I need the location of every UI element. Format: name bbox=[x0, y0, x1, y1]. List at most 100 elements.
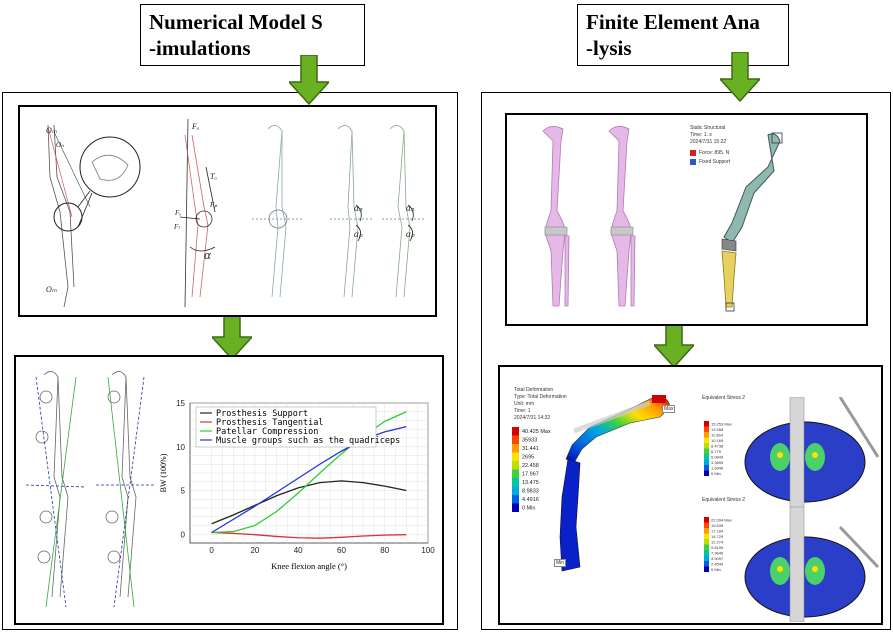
legend-value: 5.0843 bbox=[711, 455, 724, 460]
knee-label: Oₙ bbox=[56, 141, 64, 149]
x-tick-label: 80 bbox=[380, 546, 389, 555]
leg-sketch-2 bbox=[179, 118, 216, 308]
arrow-down-icon bbox=[289, 55, 329, 105]
fea-result-date: 2024/7/31 14:32 bbox=[514, 415, 551, 421]
fea-result-time: Time: 1 bbox=[514, 408, 531, 414]
fea-result-panel: Total Deformation Type: Total Deformatio… bbox=[498, 365, 883, 625]
legend-swatch bbox=[704, 561, 709, 567]
x-tick-label: 100 bbox=[421, 546, 435, 555]
stress-top-title: Equivalent Stress 2 bbox=[702, 395, 746, 401]
simulation-leg-sketches bbox=[25, 371, 156, 608]
legend-swatch bbox=[512, 503, 519, 512]
bone-model-mesh bbox=[721, 132, 783, 312]
stress-result-top bbox=[744, 397, 880, 507]
chart-xlabel: Knee flexion angle (°) bbox=[271, 561, 347, 571]
x-tick-label: 20 bbox=[250, 546, 259, 555]
legend-swatch bbox=[704, 533, 709, 539]
legend-value: 8.9833 bbox=[522, 489, 539, 495]
legend-swatch bbox=[512, 461, 519, 470]
legend-value: 15.253 Max bbox=[711, 422, 732, 427]
legend-swatch bbox=[704, 528, 709, 534]
legend-entry: Muscle groups such as the quadriceps bbox=[216, 436, 400, 446]
legend-value: 13.475 bbox=[522, 480, 539, 486]
legend-swatch bbox=[704, 470, 709, 476]
stress-bottom-title: Equivalent Stress 2 bbox=[702, 497, 746, 503]
legend-swatch bbox=[512, 469, 519, 478]
angle-label: αₙ bbox=[406, 203, 415, 213]
leg-sketch-5 bbox=[382, 125, 424, 298]
legend-swatch bbox=[512, 435, 519, 444]
legend-value: 4.4916 bbox=[522, 497, 539, 503]
legend-entry: Patellar Compression bbox=[216, 427, 318, 437]
legend-swatch bbox=[704, 459, 709, 465]
angle-label: αₙ bbox=[354, 203, 363, 213]
legend-value: 2695 bbox=[522, 455, 534, 461]
legend-value: 14.729 bbox=[711, 534, 724, 539]
fea-setup-legend-b bbox=[690, 159, 696, 165]
legend-value: 40.425 Max bbox=[522, 429, 551, 435]
knee-model-panel: Oₘ Oₙ Oₘ Fₐ Tₐ Fₚ Fₓ Fₗ α bbox=[18, 105, 437, 317]
angle-label: αₚ bbox=[406, 229, 415, 239]
legend-value: 1.6948 bbox=[711, 466, 724, 471]
fea-result-type: Type: Total Deformation bbox=[514, 394, 567, 400]
legend-swatch bbox=[512, 444, 519, 453]
bone-model-pink bbox=[542, 126, 636, 307]
legend-swatch bbox=[704, 443, 709, 449]
y-tick-label: 5 bbox=[181, 487, 186, 496]
knee-label: Oₘ bbox=[46, 285, 57, 294]
legend-swatch bbox=[704, 522, 709, 528]
right-title-box: Finite Element Ana -lysis bbox=[577, 4, 789, 66]
force-label: Fₚ bbox=[209, 201, 217, 209]
fea-setup-legend-b-label: Fixed Support bbox=[699, 159, 731, 165]
stress-legend-bottom: 22.094 Max19.63917.18414.72912.2749.8195… bbox=[704, 517, 732, 572]
fea-setup-legend-a bbox=[690, 150, 696, 156]
force-label: Fₗ bbox=[173, 223, 180, 231]
legend-value: 35933 bbox=[522, 438, 537, 444]
y-tick-label: 0 bbox=[181, 530, 186, 539]
legend-swatch bbox=[512, 452, 519, 461]
series-line bbox=[211, 480, 407, 525]
chart-legend: Prosthesis Support Prosthesis Tangential… bbox=[195, 406, 400, 448]
chart-ylabel: BW (100%) bbox=[159, 453, 168, 492]
fea-setup-panel: Static Structural Time: 1. s 2024/7/31 1… bbox=[505, 113, 868, 326]
legend-swatch bbox=[704, 421, 709, 427]
min-tag: Min bbox=[554, 559, 567, 567]
legend-value: 6.779 bbox=[711, 449, 722, 454]
legend-value: 0 Min bbox=[711, 471, 721, 476]
max-tag: Max bbox=[662, 405, 676, 413]
legend-value: 8.4738 bbox=[711, 444, 724, 449]
fea-setup-legend-a-label: Force: 895. N bbox=[699, 150, 730, 156]
arrow-down-icon bbox=[720, 52, 760, 102]
legend-value: 10.169 bbox=[711, 438, 724, 443]
fea-setup-title: Static Structural bbox=[690, 125, 726, 131]
legend-swatch bbox=[704, 448, 709, 454]
series-line bbox=[211, 531, 407, 539]
legend-entry: Prosthesis Support bbox=[216, 409, 308, 419]
legend-swatch bbox=[704, 432, 709, 438]
x-tick-label: 0 bbox=[209, 546, 214, 555]
legend-value: 31.441 bbox=[522, 446, 539, 452]
angle-label: αₚ bbox=[354, 229, 363, 239]
leg-sketch-1 bbox=[47, 124, 141, 308]
legend-value: 17.967 bbox=[522, 472, 539, 478]
legend-entry: Prosthesis Tangential bbox=[216, 418, 323, 428]
fea-result-title: Total Deformation bbox=[514, 387, 554, 393]
legend-swatch bbox=[704, 437, 709, 443]
legend-value: 4.9097 bbox=[711, 556, 724, 561]
legend-swatch bbox=[704, 426, 709, 432]
legend-swatch bbox=[704, 517, 709, 523]
x-tick-label: 40 bbox=[294, 546, 303, 555]
y-tick-label: 15 bbox=[176, 399, 185, 408]
leg-sketch-4 bbox=[330, 125, 372, 298]
knee-label: Oₘ bbox=[46, 126, 57, 135]
legend-value: 22.458 bbox=[522, 463, 539, 469]
legend-value: 9.8195 bbox=[711, 545, 724, 550]
angle-label: α bbox=[204, 247, 212, 262]
legend-value: 0 Min bbox=[522, 506, 535, 512]
left-title-box: Numerical Model S -imulations bbox=[140, 4, 365, 66]
fea-result-unit: Unit: mm bbox=[514, 401, 534, 407]
legend-value: 0 Min bbox=[711, 567, 721, 572]
legend-swatch bbox=[704, 550, 709, 556]
